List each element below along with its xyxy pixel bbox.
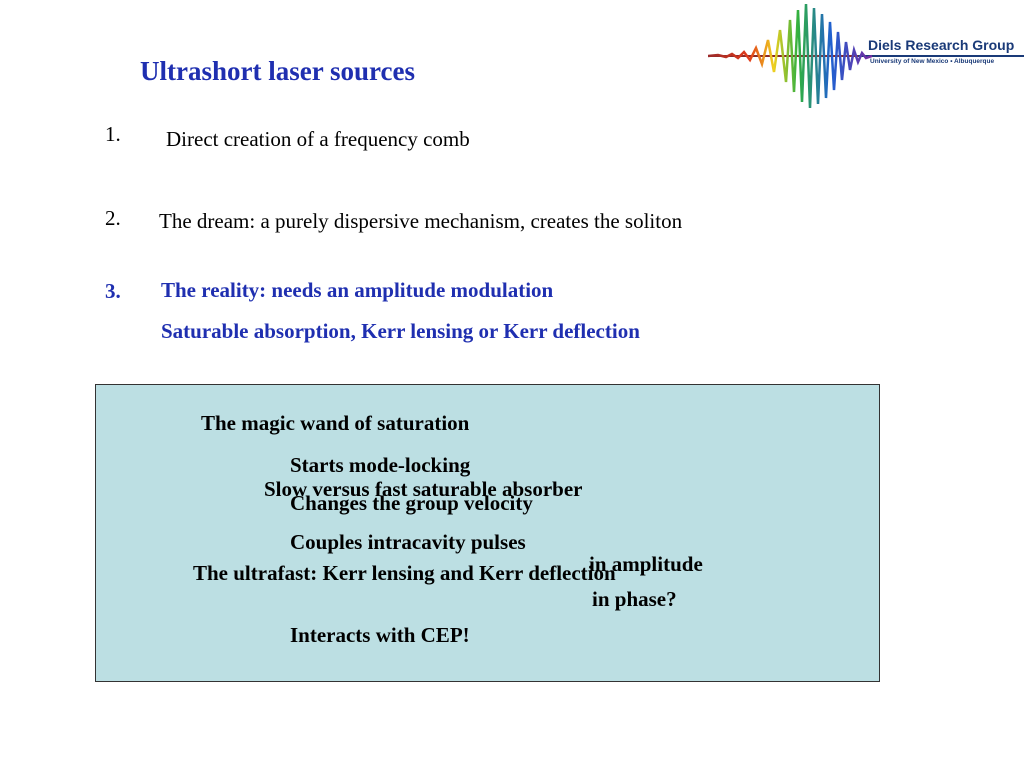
box-line-mode-locking: Starts mode-locking [290, 453, 471, 477]
box-line-absorber: Slow versus fast saturable absorber [264, 477, 583, 501]
box-heading: The magic wand of saturation [201, 411, 470, 435]
list-number-3: 3. [105, 279, 121, 303]
box-line-cep: Interacts with CEP! [290, 623, 470, 647]
list-item-2: The dream: a purely dispersive mechanism… [159, 209, 683, 233]
saturation-textbox: The magic wand of saturation Starts mode… [95, 384, 880, 682]
logo-university: University of New Mexico • Albuquerque [870, 58, 995, 65]
list-item-1: Direct creation of a frequency comb [166, 127, 470, 151]
logo-group-name: Diels Research Group [868, 37, 1015, 53]
slide-title: Ultrashort laser sources [140, 56, 415, 86]
box-line-phase: in phase? [592, 587, 677, 611]
pulse-waveform-icon [707, 3, 1024, 109]
diels-group-logo [707, 0, 1024, 112]
list-item-3-subtext: Saturable absorption, Kerr lensing or Ke… [161, 319, 640, 343]
list-item-3: The reality: needs an amplitude modulati… [161, 278, 554, 302]
box-line-ultrafast: The ultrafast: Kerr lensing and Kerr def… [193, 561, 616, 585]
list-number-2: 2. [105, 206, 121, 230]
list-number-1: 1. [105, 122, 121, 146]
box-line-amplitude: in amplitude [589, 552, 703, 576]
box-line-group-velocity: Changes the group velocity [290, 491, 533, 515]
box-line-couples: Couples intracavity pulses [290, 530, 526, 554]
